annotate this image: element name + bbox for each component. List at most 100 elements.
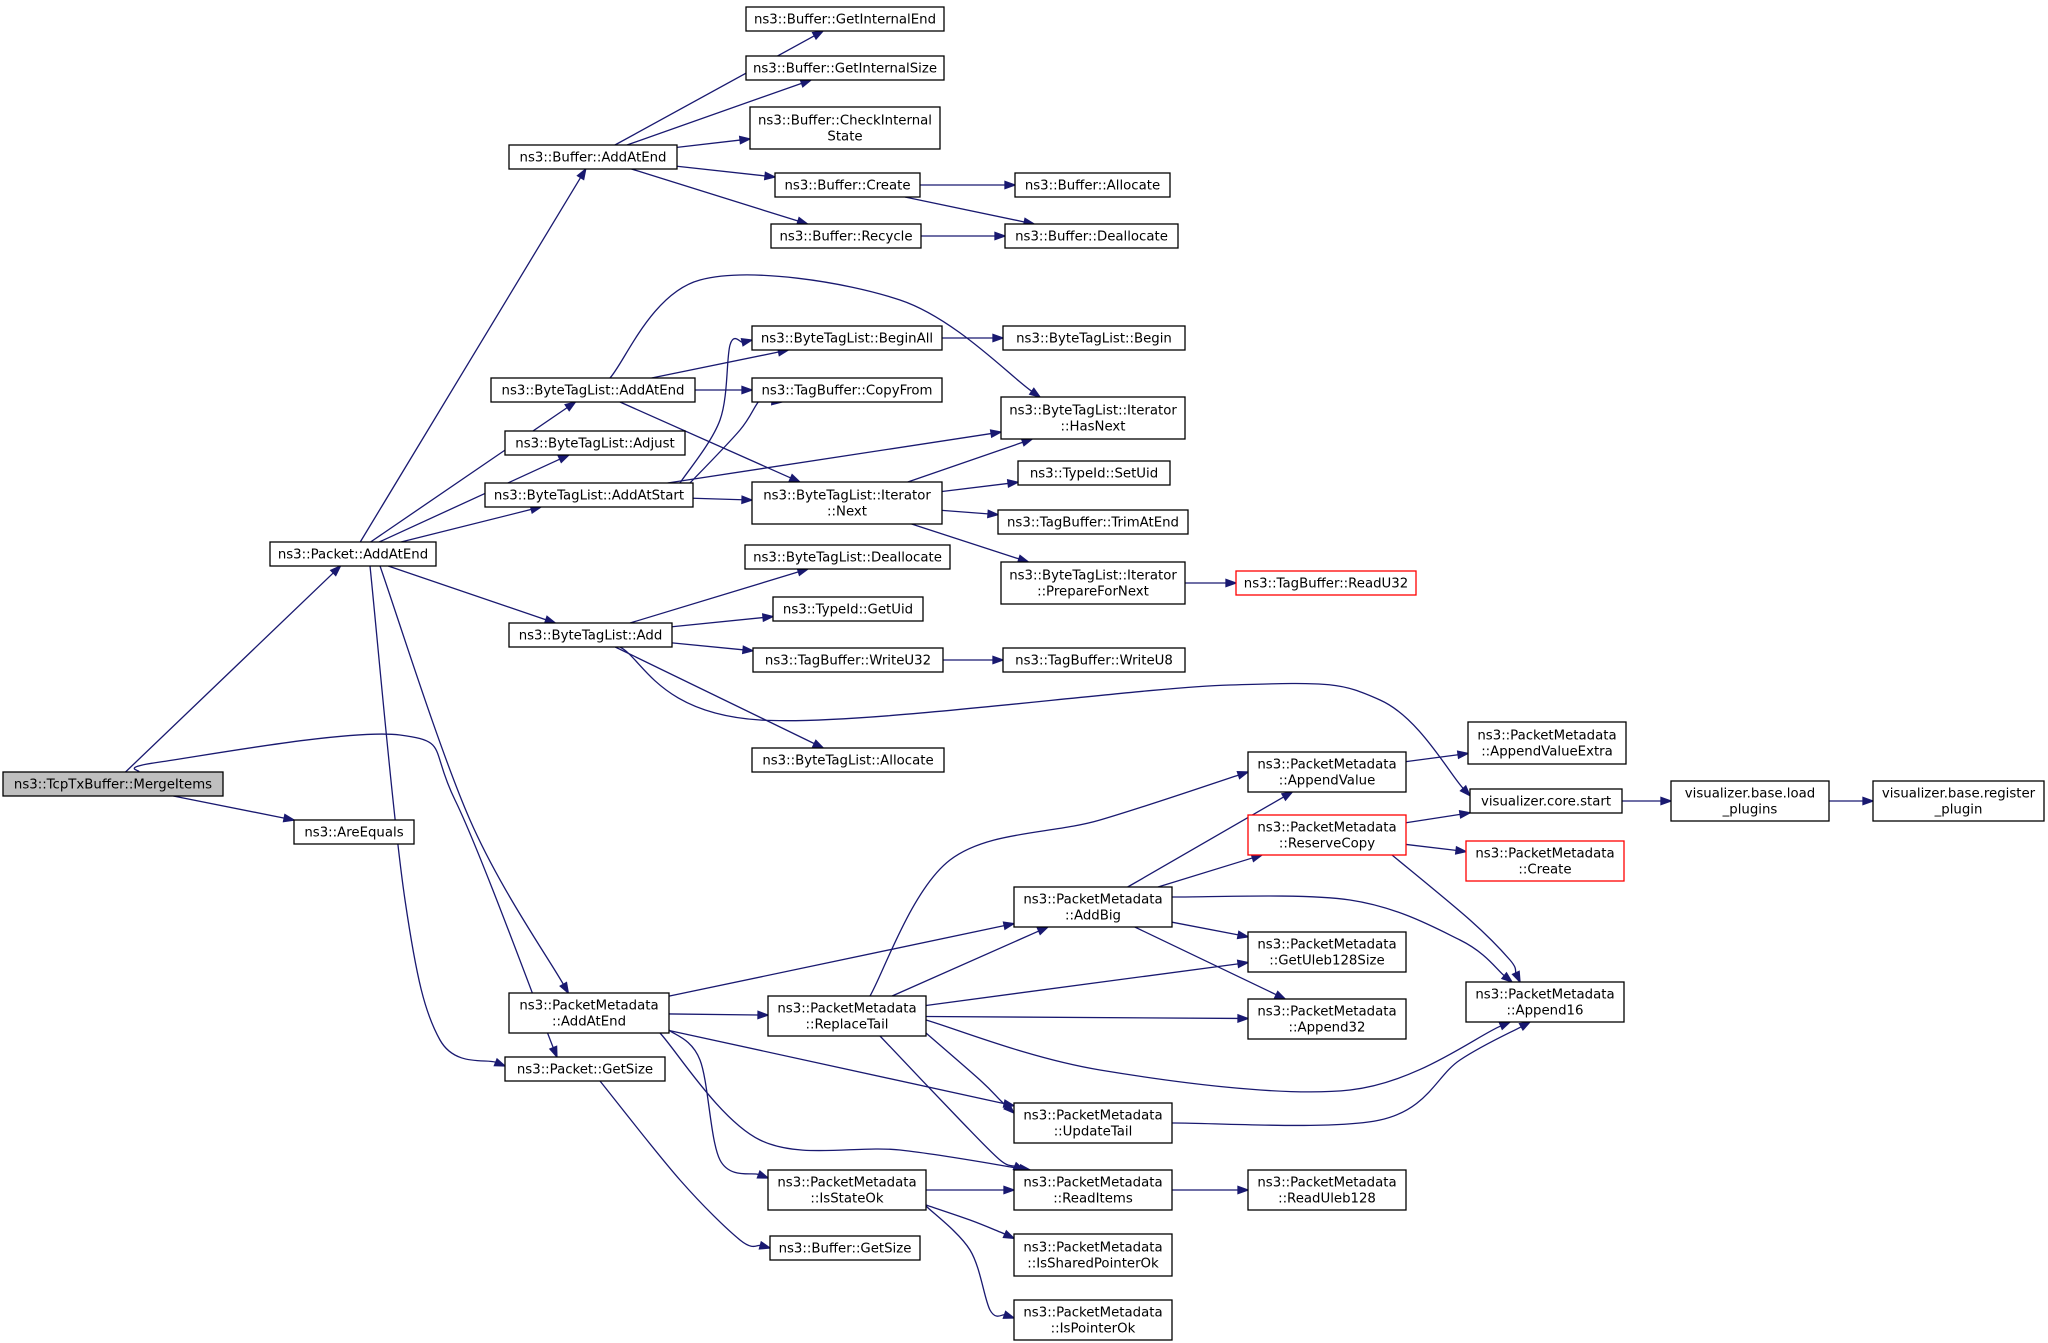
node-box[interactable] [1014, 172, 1171, 198]
node-box[interactable] [1017, 460, 1171, 486]
node-box[interactable] [1247, 814, 1407, 856]
node-btl-allocate[interactable]: ns3::ByteTagList::Allocate [751, 747, 945, 773]
node-btl-deallocate[interactable]: ns3::ByteTagList::Deallocate [744, 544, 951, 570]
node-box[interactable] [504, 1056, 666, 1082]
node-box[interactable] [770, 223, 922, 249]
node-btl-begin-all[interactable]: ns3::ByteTagList::BeginAll [751, 325, 943, 351]
node-typeid-set-uid[interactable]: ns3::TypeId::SetUid [1017, 460, 1171, 486]
node-box[interactable] [1465, 981, 1625, 1023]
node-btl-iter-prepare-for-next[interactable]: ns3::ByteTagList::Iterator::PrepareForNe… [1000, 561, 1186, 605]
node-btl-add-at-start[interactable]: ns3::ByteTagList::AddAtStart [484, 482, 694, 508]
node-box[interactable] [490, 377, 696, 403]
node-pm-read-uleb128[interactable]: ns3::PacketMetadata::ReadUleb128 [1247, 1169, 1407, 1211]
node-box[interactable] [1000, 561, 1186, 605]
node-merge-items[interactable]: ns3::TcpTxBuffer::MergeItems [2, 771, 224, 797]
node-packet-add-at-end[interactable]: ns3::Packet::AddAtEnd [269, 541, 437, 567]
node-box[interactable] [1004, 223, 1179, 249]
node-pm-append32[interactable]: ns3::PacketMetadata::Append32 [1247, 998, 1407, 1040]
node-visualizer-core-start[interactable]: visualizer.core.start [1469, 788, 1623, 814]
node-box[interactable] [269, 541, 437, 567]
node-box[interactable] [751, 747, 945, 773]
node-box[interactable] [749, 106, 941, 150]
node-box[interactable] [1013, 1169, 1173, 1211]
node-box[interactable] [751, 481, 943, 525]
node-box[interactable] [1247, 931, 1407, 973]
node-pm-add-at-end[interactable]: ns3::PacketMetadata::AddAtEnd [508, 992, 670, 1034]
node-box[interactable] [1670, 780, 1830, 822]
node-btl-adjust[interactable]: ns3::ByteTagList::Adjust [504, 430, 686, 456]
node-buffer-add-at-end[interactable]: ns3::Buffer::AddAtEnd [508, 144, 678, 170]
node-tagbuffer-trim-at-end[interactable]: ns3::TagBuffer::TrimAtEnd [997, 509, 1189, 535]
node-typeid-get-uid[interactable]: ns3::TypeId::GetUid [772, 596, 924, 622]
node-tagbuffer-write-u8[interactable]: ns3::TagBuffer::WriteU8 [1002, 647, 1186, 673]
node-pm-create[interactable]: ns3::PacketMetadata::Create [1465, 840, 1625, 882]
node-box[interactable] [484, 482, 694, 508]
node-pm-is-shared-pointer-ok[interactable]: ns3::PacketMetadata::IsSharedPointerOk [1013, 1233, 1173, 1277]
node-buffer-deallocate[interactable]: ns3::Buffer::Deallocate [1004, 223, 1179, 249]
node-pm-get-uleb128-size[interactable]: ns3::PacketMetadata::GetUleb128Size [1247, 931, 1407, 973]
node-buffer-get-internal-end[interactable]: ns3::Buffer::GetInternalEnd [745, 6, 945, 32]
node-box[interactable] [752, 647, 944, 673]
node-box[interactable] [769, 1235, 921, 1261]
node-box[interactable] [745, 6, 945, 32]
node-box[interactable] [744, 544, 951, 570]
node-box[interactable] [1002, 647, 1186, 673]
node-box[interactable] [1013, 1102, 1173, 1144]
node-box[interactable] [767, 995, 927, 1037]
node-box[interactable] [508, 622, 673, 648]
node-box[interactable] [1013, 1233, 1173, 1277]
node-box[interactable] [767, 1169, 927, 1211]
node-btl-iter-has-next[interactable]: ns3::ByteTagList::Iterator::HasNext [1000, 396, 1186, 440]
node-box[interactable] [751, 377, 943, 403]
node-pm-append-value[interactable]: ns3::PacketMetadata::AppendValue [1247, 751, 1407, 793]
node-are-equals[interactable]: ns3::AreEquals [293, 819, 415, 845]
node-pm-reserve-copy[interactable]: ns3::PacketMetadata::ReserveCopy [1247, 814, 1407, 856]
node-buffer-recycle[interactable]: ns3::Buffer::Recycle [770, 223, 922, 249]
node-pm-is-state-ok[interactable]: ns3::PacketMetadata::IsStateOk [767, 1169, 927, 1211]
node-btl-add-at-end[interactable]: ns3::ByteTagList::AddAtEnd [490, 377, 696, 403]
node-buffer-create[interactable]: ns3::Buffer::Create [774, 172, 921, 198]
node-packet-get-size[interactable]: ns3::Packet::GetSize [504, 1056, 666, 1082]
node-buffer-get-size[interactable]: ns3::Buffer::GetSize [769, 1235, 921, 1261]
node-box[interactable] [1247, 998, 1407, 1040]
node-visualizer-base-register-plugin[interactable]: visualizer.base.register_plugin [1872, 780, 2045, 822]
node-box[interactable] [772, 596, 924, 622]
node-box[interactable] [2, 771, 224, 797]
node-box[interactable] [293, 819, 415, 845]
node-box[interactable] [504, 430, 686, 456]
node-box[interactable] [1467, 721, 1627, 765]
node-btl-add[interactable]: ns3::ByteTagList::Add [508, 622, 673, 648]
node-box[interactable] [751, 325, 943, 351]
node-pm-append-value-extra[interactable]: ns3::PacketMetadata::AppendValueExtra [1467, 721, 1627, 765]
node-box[interactable] [508, 144, 678, 170]
node-pm-update-tail[interactable]: ns3::PacketMetadata::UpdateTail [1013, 1102, 1173, 1144]
node-visualizer-base-load-plugins[interactable]: visualizer.base.load_plugins [1670, 780, 1830, 822]
node-buffer-allocate[interactable]: ns3::Buffer::Allocate [1014, 172, 1171, 198]
node-box[interactable] [1013, 1299, 1173, 1341]
node-tagbuffer-write-u32[interactable]: ns3::TagBuffer::WriteU32 [752, 647, 944, 673]
node-pm-replace-tail[interactable]: ns3::PacketMetadata::ReplaceTail [767, 995, 927, 1037]
node-pm-add-big[interactable]: ns3::PacketMetadata::AddBig [1013, 886, 1173, 928]
node-tagbuffer-read-u32[interactable]: ns3::TagBuffer::ReadU32 [1235, 570, 1417, 596]
node-box[interactable] [774, 172, 921, 198]
node-btl-iter-next[interactable]: ns3::ByteTagList::Iterator::Next [751, 481, 943, 525]
node-box[interactable] [1013, 886, 1173, 928]
node-box[interactable] [1002, 325, 1186, 351]
node-pm-read-items[interactable]: ns3::PacketMetadata::ReadItems [1013, 1169, 1173, 1211]
node-box[interactable] [745, 55, 945, 81]
node-box[interactable] [1000, 396, 1186, 440]
node-box[interactable] [1235, 570, 1417, 596]
node-box[interactable] [997, 509, 1189, 535]
node-box[interactable] [1247, 1169, 1407, 1211]
node-tagbuffer-copy-from[interactable]: ns3::TagBuffer::CopyFrom [751, 377, 943, 403]
node-pm-append16[interactable]: ns3::PacketMetadata::Append16 [1465, 981, 1625, 1023]
node-box[interactable] [1872, 780, 2045, 822]
node-box[interactable] [1465, 840, 1625, 882]
node-box[interactable] [1469, 788, 1623, 814]
node-box[interactable] [508, 992, 670, 1034]
node-pm-is-pointer-ok[interactable]: ns3::PacketMetadata::IsPointerOk [1013, 1299, 1173, 1341]
node-box[interactable] [1247, 751, 1407, 793]
node-buffer-get-internal-size[interactable]: ns3::Buffer::GetInternalSize [745, 55, 945, 81]
node-btl-begin[interactable]: ns3::ByteTagList::Begin [1002, 325, 1186, 351]
